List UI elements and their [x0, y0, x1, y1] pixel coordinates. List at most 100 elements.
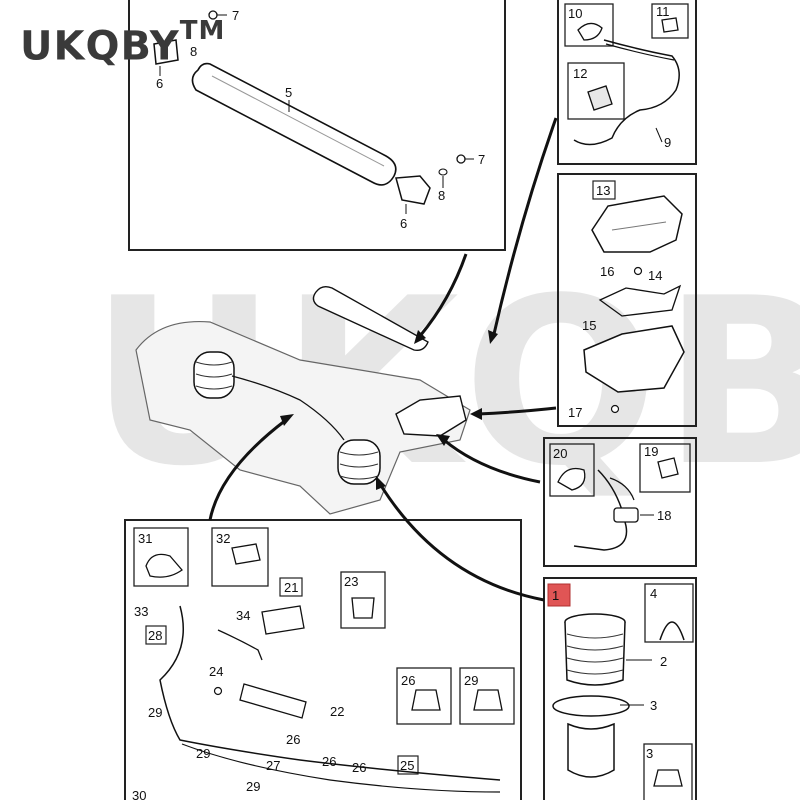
box-26: [396, 667, 452, 725]
arrow-compressor: [477, 406, 557, 416]
air-spring-frame-border: [543, 577, 697, 800]
brand-trademark: TM: [179, 16, 226, 46]
air-line-branch: [605, 43, 675, 61]
clip-part-11: [661, 17, 679, 33]
callout-13: 13: [596, 183, 610, 198]
harness-frame-border: [124, 519, 522, 800]
clip-part-4: [659, 621, 685, 641]
box-31: [133, 527, 189, 587]
arrow-harness: [208, 418, 287, 521]
frame-crossmember: 7 8 6 5 7 8 6: [128, 0, 506, 251]
hose-branch: [609, 477, 635, 501]
box-10: [564, 3, 614, 47]
callout-14: 14: [648, 268, 662, 283]
arrow-air-lines: [492, 117, 558, 335]
clip-part-10: [577, 22, 603, 41]
compressor-part-13: [591, 195, 683, 253]
callout-32: 32: [216, 531, 230, 546]
piston-body: [567, 722, 615, 778]
air-line-part-9: [573, 39, 680, 146]
frame-air-spring: 1 4 2 3 3: [543, 577, 697, 800]
valve-frame-border: [543, 437, 697, 567]
leader-line: [655, 127, 663, 143]
box-25: [397, 755, 419, 775]
cover-part-15: [583, 325, 685, 393]
brand-name: UKQBY: [20, 23, 180, 70]
box-32: [211, 527, 269, 587]
arrowhead: [280, 414, 294, 426]
sensor-part-34: [217, 629, 263, 661]
callout-29d: 29: [464, 673, 478, 688]
bolt-icon: [633, 266, 643, 276]
arrowhead: [470, 408, 482, 420]
tube-center: [312, 285, 429, 352]
callout-6b: 6: [400, 216, 407, 231]
bolt-icon: [213, 686, 223, 696]
callout-26b: 26: [322, 754, 336, 769]
frame-compressor: 13 16 14 15 17: [557, 173, 697, 427]
callout-19: 19: [644, 444, 658, 459]
washer-icon: [438, 168, 448, 176]
air-spring-left-ribs: [195, 361, 233, 390]
crossmember-frame-border: [128, 0, 506, 251]
harness-center: [231, 375, 345, 441]
module-part-21: [261, 605, 305, 635]
callout-3b: 3: [646, 746, 653, 761]
callout-8: 8: [190, 44, 197, 59]
callout-26: 26: [286, 732, 300, 747]
tube-highlight: [211, 75, 385, 167]
callout-7: 7: [232, 8, 239, 23]
callout-15: 15: [582, 318, 596, 333]
bellows-ribs: [566, 633, 624, 675]
box-20: [549, 443, 595, 497]
callout-21: 21: [284, 580, 298, 595]
compressor-center: [395, 395, 467, 437]
fitting-part-3: [653, 769, 683, 787]
compressor-frame-border: [557, 173, 697, 427]
seal-part-3: [552, 695, 630, 717]
callout-18: 18: [657, 508, 671, 523]
callout-23: 23: [344, 574, 358, 589]
callout-22: 22: [330, 704, 344, 719]
box-3: [643, 743, 693, 800]
clip-part-26: [411, 689, 441, 711]
callout-26c: 26: [352, 760, 366, 775]
compressor-detail: [611, 221, 667, 231]
air-lines-frame-border: [557, 0, 697, 165]
callout-12: 12: [573, 66, 587, 81]
callout-4: 4: [650, 586, 657, 601]
bolt-icon: [456, 154, 466, 164]
valve-part-20: [557, 467, 586, 491]
bracket-part-22: [239, 683, 307, 719]
callout-31: 31: [138, 531, 152, 546]
valve-body: [613, 507, 639, 523]
frame-valve-block: 20 19 18: [543, 437, 697, 567]
grommet-part-23: [351, 597, 375, 619]
callout-3: 3: [650, 698, 657, 713]
arrow-heads: [280, 330, 498, 490]
box-11: [651, 3, 689, 39]
bracket-part-14: [598, 284, 682, 317]
clip-part-29: [473, 689, 503, 711]
callout-10: 10: [568, 6, 582, 21]
callout-27: 27: [266, 758, 280, 773]
arrow-tube: [418, 253, 468, 337]
box-4: [644, 583, 694, 643]
harness-branch: [181, 743, 501, 793]
brand-logo: UKQBYTM: [20, 16, 225, 70]
callout-30: 30: [132, 788, 146, 800]
pointer-arrows: [208, 117, 558, 602]
arrow-valve: [443, 438, 541, 484]
clip-part-31: [145, 553, 183, 578]
air-spring-right-ribs: [339, 451, 379, 480]
box-12: [567, 62, 625, 120]
box-28: [145, 625, 167, 645]
callout-7b: 7: [478, 152, 485, 167]
callout-5: 5: [285, 85, 292, 100]
box-19: [639, 443, 691, 493]
box-13: [592, 180, 616, 200]
callout-6: 6: [156, 76, 163, 91]
callout-8b: 8: [438, 188, 445, 203]
